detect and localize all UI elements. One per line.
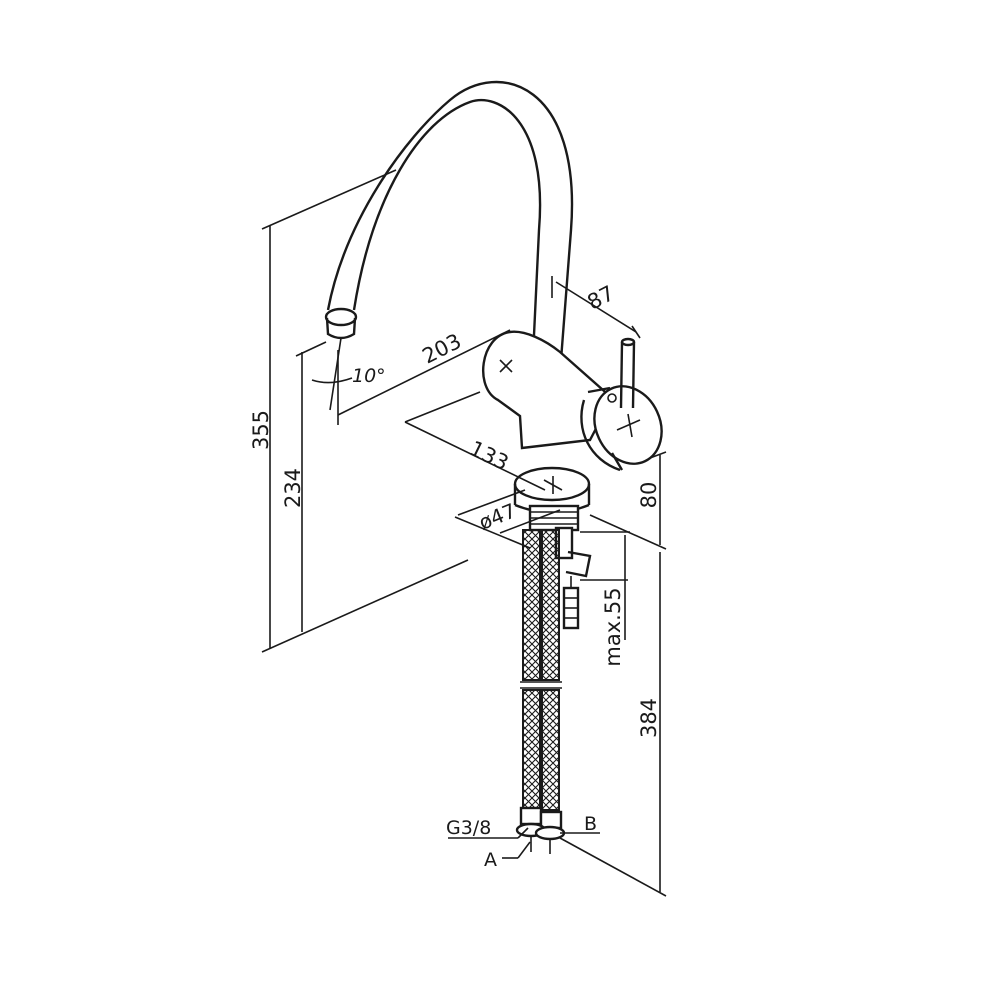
dim-spout-angle: 10° (352, 365, 386, 387)
dim-base-diameter: ø47 (475, 498, 519, 534)
dim-max-thickness: max.55 (601, 587, 625, 666)
label-thread: G3/8 (446, 817, 491, 839)
dim-hose-length: 384 (637, 698, 661, 738)
dim-total-height: 355 (249, 410, 273, 450)
lever-handle (619, 337, 636, 409)
label-hose-b: B (584, 813, 597, 835)
label-hose-a: A (484, 849, 497, 871)
dimension-lines (261, 169, 667, 897)
dim-body-height: 80 (637, 482, 661, 509)
dim-spout-reach: 203 (419, 329, 466, 369)
faucet-spout (324, 80, 574, 362)
dim-handle-offset: 87 (583, 281, 618, 315)
faucet-body (482, 330, 663, 514)
dim-base-depth: 133 (466, 436, 513, 475)
braided-hoses (515, 529, 566, 854)
dim-spout-height: 234 (281, 468, 305, 508)
